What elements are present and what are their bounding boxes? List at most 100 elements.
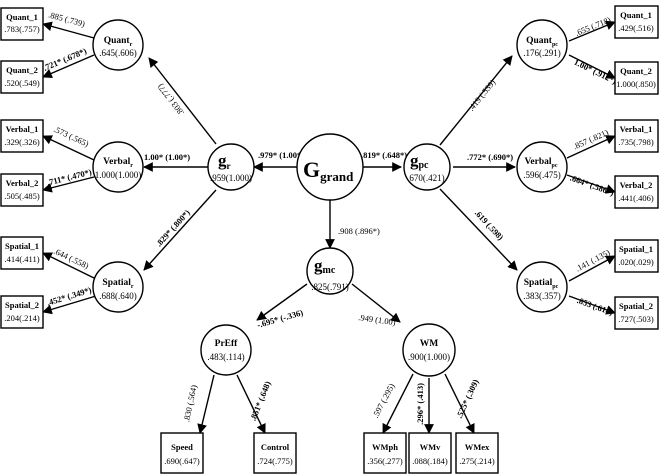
indicator-wmph: WMph .356(.277): [363, 432, 407, 474]
indicator-wmex: WMex .275(.214): [455, 432, 499, 474]
indicator-name: WMph: [372, 442, 398, 452]
loading-quantr-lq2: .721* (.678*): [42, 46, 88, 73]
indicator-name: Verbal_2: [6, 178, 39, 188]
svg-text:Ggrand: Ggrand: [303, 157, 354, 184]
loading-gpc-verbal: .772* (.690*): [467, 152, 513, 162]
svg-text:Spatialr: Spatialr: [102, 278, 134, 290]
path-spatialpc-rs2: [568, 295, 616, 315]
path-spatialr-ls1: [42, 252, 95, 279]
factor-gr: gr .959(1.000): [207, 143, 255, 191]
indicator-speed: Speed .690(.647): [160, 432, 204, 474]
loading-preff-control: .851* (.648): [248, 379, 273, 422]
svg-text:gr: gr: [218, 151, 231, 171]
edges: [42, 20, 616, 434]
loading-wm-wmex: .525* (.309): [454, 378, 481, 420]
path-quantpc-rq2: [568, 54, 616, 79]
indicator-left-verbal-2: Verbal_2 .505(.485): [0, 173, 44, 207]
quant-r-name: Quant: [104, 36, 131, 46]
factor-wm: WM .900(1.000): [402, 323, 456, 377]
indicator-right-quant-2: Quant_2 1.000(.850): [614, 61, 659, 95]
indicator-name: Verbal_1: [620, 124, 653, 134]
indicator-name: Spatial_1: [5, 241, 39, 251]
indicator-right-verbal-2: Verbal_2 .441(.406): [614, 175, 659, 209]
indicator-value: .088(.184): [412, 456, 448, 466]
ggrand-name: G: [303, 157, 320, 182]
indicator-name: Speed: [171, 442, 193, 452]
indicator-name: Verbal_2: [620, 180, 653, 190]
wm-name: WM: [420, 339, 439, 349]
preff-name: PrEff: [215, 339, 239, 349]
path-quantr-lq1: [42, 21, 95, 39]
indicator-value: .441(.406): [618, 193, 654, 203]
verbal-r-sub: r: [130, 163, 133, 169]
quant-pc-sub: pc: [552, 42, 558, 48]
path-quantr-lq2: [42, 54, 95, 79]
path-verbalpc-rv1: [566, 135, 616, 159]
indicator-value: .520(.549): [4, 78, 40, 88]
verbal-r-value: 1.000(1.000): [95, 170, 142, 180]
gmc-sub: mc: [323, 265, 336, 276]
indicator-value: .356(.277): [367, 456, 403, 466]
indicator-left-quant-1: Quant_1 .783(.757): [0, 7, 44, 41]
loading-gmc-preff: -.695* (-.336): [256, 307, 305, 330]
factor-quant-r: Quantr .645(.606): [92, 19, 144, 71]
loading-gpc-quant: .419 (.539): [466, 77, 498, 113]
indicator-name: Quant_2: [620, 66, 652, 76]
indicator-value: .429(.516): [618, 23, 654, 33]
loading-verbalpc-rv2: .664* (.586*): [569, 173, 616, 198]
gpc-sub: pc: [419, 160, 430, 171]
wm-value: .900(1.000): [408, 352, 450, 362]
indicator-value: .727(.503): [618, 314, 654, 324]
path-preff-speed: [197, 374, 215, 434]
indicator-name: Spatial_2: [619, 301, 653, 311]
loading-quantpc-rq2: 1.00* (.912*): [572, 57, 618, 86]
loading-preff-speed: .830 (.564): [181, 384, 199, 423]
loading-ggrand-gpc: .819* (.648*): [361, 150, 407, 160]
indicator-value: .275(.214): [459, 456, 495, 466]
quant-r-sub: r: [130, 42, 133, 48]
indicator-value: .020(.029): [618, 257, 654, 267]
factor-gpc: gpc 670(.421): [403, 143, 451, 191]
gr-name: g: [218, 151, 227, 170]
spatial-r-name: Spatial: [102, 278, 131, 288]
indicator-right-spatial-2: Spatial_2 .727(.503): [614, 296, 659, 330]
svg-text:Quantpc: Quantpc: [526, 36, 558, 48]
indicator-value: .735(.798): [618, 137, 654, 147]
factor-verbal-pc: Verbalpc .596(.475): [516, 141, 568, 193]
path-gpc-spatial: [439, 188, 518, 271]
gpc-value: 670(.421): [409, 173, 444, 183]
factor-ggrand: Ggrand: [296, 133, 364, 201]
verbal-pc-sub: pc: [552, 163, 558, 169]
indicator-control: Control .724(.775): [253, 432, 297, 474]
loading-wm-wmv: .296* (.413): [415, 383, 425, 425]
factor-spatial-r: Spatialr .688(.640): [92, 261, 144, 313]
loading-spatialpc-rs2: .853 (.614): [576, 295, 615, 317]
quant-r-value: .645(.606): [99, 48, 137, 58]
indicator-value: .204(.214): [4, 313, 40, 323]
path-quantpc-rq1: [568, 20, 616, 42]
svg-text:Verbalr: Verbalr: [103, 157, 133, 169]
quant-pc-value: .176(.291): [523, 48, 561, 58]
indicator-name: Quant_2: [6, 65, 38, 75]
gpc-name: g: [410, 151, 419, 170]
gmc-name: g: [314, 256, 323, 275]
indicator-left-verbal-1: Verbal_1 .329(.326): [0, 119, 44, 153]
indicator-name: Spatial_2: [5, 300, 39, 310]
spatial-r-sub: r: [131, 284, 134, 290]
indicator-name: Verbal_1: [6, 124, 39, 134]
svg-text:Spatialpc: Spatialpc: [524, 278, 559, 290]
path-spatialpc-rs1: [568, 255, 616, 282]
indicator-value: .783(.757): [4, 24, 40, 34]
ggrand-sub: grand: [320, 169, 354, 184]
spatial-pc-sub: pc: [552, 284, 558, 290]
spatial-r-value: .688(.640): [99, 291, 137, 301]
path-wm-wmex: [444, 373, 475, 434]
path-gr-quant: [148, 57, 217, 145]
path-gr-spatial: [143, 189, 217, 271]
verbal-pc-value: .596(.475): [523, 170, 561, 180]
indicator-value: .505(.485): [4, 191, 40, 201]
indicator-name: Quant_1: [6, 12, 38, 22]
indicator-value: .724(.775): [257, 456, 293, 466]
factor-quant-pc: Quantpc .176(.291): [516, 19, 568, 71]
indicator-right-quant-1: Quant_1 .429(.516): [614, 5, 659, 39]
